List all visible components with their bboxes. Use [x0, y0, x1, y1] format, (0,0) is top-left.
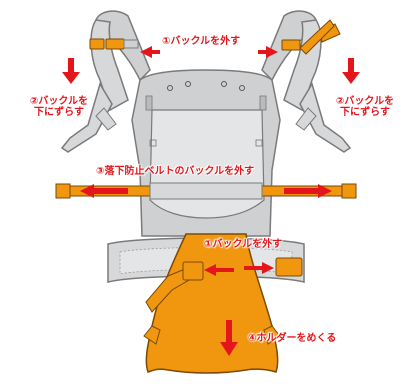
- step2-right-label: ②バックルを 下にずらす: [318, 96, 412, 118]
- arrow-left-icon: [140, 46, 160, 58]
- arrow-left-icon: [204, 264, 234, 276]
- step2-left-line2: 下にずらす: [34, 107, 84, 118]
- step2-right-line2: 下にずらす: [340, 107, 390, 118]
- arrow-down-icon: [62, 58, 80, 84]
- fall-prevention-belt: [55, 182, 357, 200]
- step3-label: ③落下防止ベルトのバックルを外す: [96, 166, 255, 177]
- step1-top-label: ①バックルを外す: [162, 36, 241, 47]
- step2-right-line1: ②バックルを: [335, 96, 395, 107]
- arrow-left-icon: [80, 184, 128, 198]
- waist-buckle-right: [275, 257, 303, 277]
- step1-waist-label: ①バックルを外す: [204, 239, 283, 250]
- right-strap-tail: [295, 107, 317, 131]
- step2-left-label: ②バックルを 下にずらす: [5, 96, 113, 118]
- left-top-buckle: [89, 38, 139, 50]
- arrow-right-icon: [244, 262, 274, 274]
- carrier-body-panel: [131, 69, 281, 237]
- arrow-right-icon: [284, 184, 332, 198]
- arrow-down-icon: [342, 58, 360, 84]
- left-strap-tail: [95, 107, 117, 131]
- waist-buckle-left: [182, 261, 204, 281]
- arrow-down-icon: [220, 320, 238, 356]
- step4-label: ④ホルダーをめくる: [248, 333, 337, 344]
- arrow-right-icon: [258, 46, 278, 58]
- step2-left-line1: ②バックルを: [29, 96, 89, 107]
- right-top-buckle: [281, 39, 301, 51]
